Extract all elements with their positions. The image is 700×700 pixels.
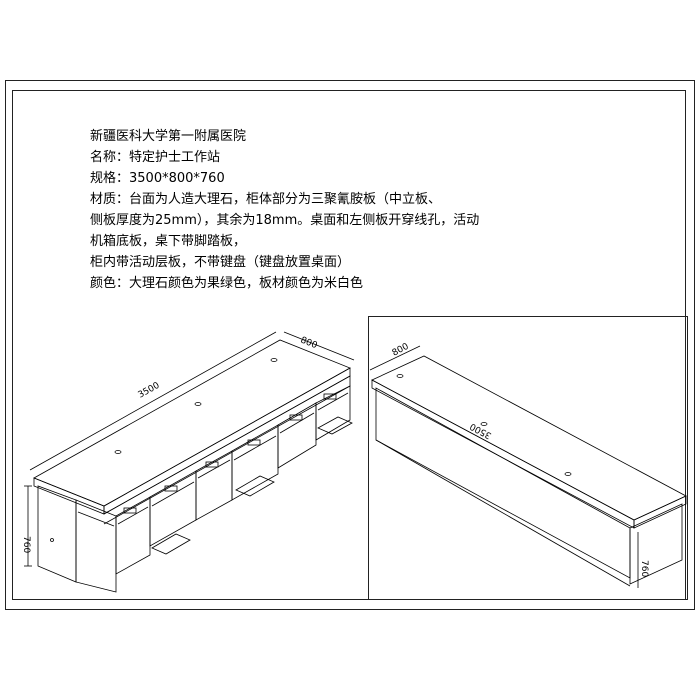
dim-height-label: 760 xyxy=(21,536,31,553)
material-line-4: 柜内带活动层板，不带键盘（键盘放置桌面） xyxy=(90,255,351,270)
rear-view-frame xyxy=(368,316,688,600)
rear-cable-hole-3 xyxy=(564,472,572,476)
cable-hole-1 xyxy=(114,450,122,454)
left-cabinet-front xyxy=(75,499,117,593)
drawing-outer-frame xyxy=(5,80,695,610)
footrest-1 xyxy=(151,533,191,555)
rear-back-panel xyxy=(375,387,631,579)
cabinet-unit-3 xyxy=(195,450,233,521)
footrest-3 xyxy=(317,416,353,435)
material-line-3: 机箱底板，桌下带脚踏板， xyxy=(90,234,247,249)
desk-front-edge xyxy=(33,477,105,515)
left-cabinet-drawer xyxy=(77,511,115,527)
front-workstation-view: 3500 800 760 xyxy=(21,331,355,593)
cable-hole-3 xyxy=(270,358,278,362)
hospital-name: 新疆医科大学第一附属医院 xyxy=(90,129,247,144)
color-line: 颜色：大理石颜色为果绿色，板材颜色为米白色 xyxy=(90,276,364,291)
front-apron xyxy=(103,375,351,525)
rear-workstation-view: 800 3500 760 xyxy=(369,342,687,588)
cabinet-unit-4 xyxy=(231,424,279,501)
left-cabinet-knob xyxy=(50,538,54,542)
material-line-1: 材质：台面为人造大理石，柜体部分为三聚氰胺板（中立板、 xyxy=(90,192,442,207)
cabinet-unit-5 xyxy=(277,402,317,469)
rear-cable-hole-2 xyxy=(480,422,488,426)
dim-length-line xyxy=(29,331,277,471)
cabinet-unit-2 xyxy=(149,470,197,547)
cable-hole-2 xyxy=(194,402,202,406)
rear-desk-side-edge xyxy=(633,495,687,529)
rear-desk-edge xyxy=(371,379,635,529)
dim-depth-line xyxy=(283,331,355,361)
desk-top-surface xyxy=(33,339,351,507)
cabinet-unit-1 xyxy=(115,496,151,575)
rear-dim-depth-line xyxy=(369,345,421,371)
cabinet-unit-6 xyxy=(315,385,351,441)
footrest-2 xyxy=(235,475,275,497)
rear-desk-top xyxy=(371,355,687,521)
spec-block: 新疆医科大学第一附属医院 名称：特定护士工作站 规格：3500*800*760 … xyxy=(90,126,530,294)
rear-side-panel xyxy=(629,503,683,585)
drawing-inner-frame xyxy=(12,90,686,600)
rear-dim-depth-label: 800 xyxy=(391,342,411,359)
product-name: 名称：特定护士工作站 xyxy=(90,150,221,165)
dim-length-label: 3500 xyxy=(137,381,162,401)
rear-dim-height-label: 760 xyxy=(639,560,649,577)
rear-cable-hole-1 xyxy=(396,374,404,378)
rear-panel-base xyxy=(375,439,631,587)
product-size: 规格：3500*800*760 xyxy=(90,171,225,186)
material-line-2: 侧板厚度为25mm），其余为18mm。桌面和左侧板开穿线孔，活动 xyxy=(90,213,480,228)
